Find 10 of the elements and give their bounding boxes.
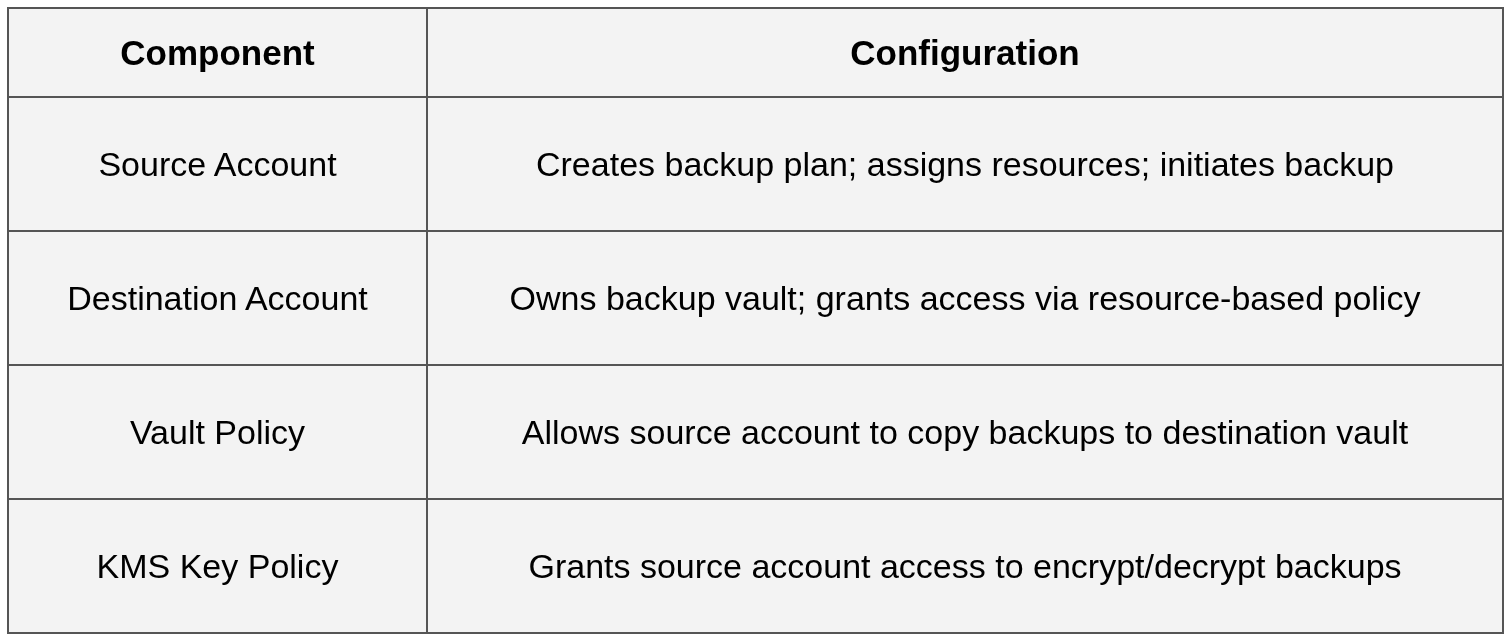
table-cell: Owns backup vault; grants access via resource-based policy [428, 232, 1502, 364]
table-cell: Grants source account access to encrypt/decrypt backups [428, 500, 1502, 632]
column-header: Configuration [428, 9, 1502, 96]
table-cell: KMS Key Policy [9, 500, 426, 632]
table-cell: Source Account [9, 98, 426, 230]
column-header: Component [9, 9, 426, 96]
table-cell: Allows source account to copy backups to destination vault [428, 366, 1502, 498]
table-cell: Destination Account [9, 232, 426, 364]
table-cell: Creates backup plan; assigns resources; initiates backup [428, 98, 1502, 230]
table-cell: Vault Policy [9, 366, 426, 498]
